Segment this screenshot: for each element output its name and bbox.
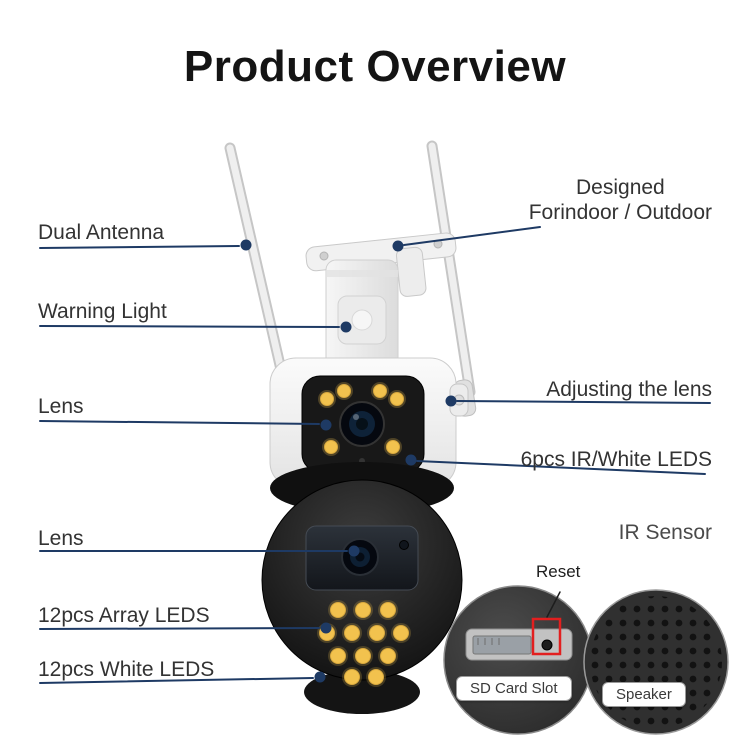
lens-adjust-knob: [449, 383, 469, 417]
top-led-cluster: [318, 382, 406, 456]
dome-base: [304, 670, 420, 714]
bracket-screw: [319, 251, 329, 261]
callout-white-leds: 12pcs White LEDS: [38, 658, 215, 681]
callout-warning-light: Warning Light: [38, 300, 167, 323]
leader-lines: [39, 226, 711, 684]
reset-highlight-box: [531, 617, 562, 656]
bottom-lens: [341, 538, 379, 576]
reset-pointer-line: [546, 591, 561, 618]
callout-ir-white-leds: 6pcs IR/White LEDS: [520, 448, 712, 471]
page-title: Product Overview: [183, 42, 567, 91]
callout-lens-bottom: Lens: [38, 527, 84, 550]
reset-button: [541, 639, 553, 651]
ir-sensor-dot: [399, 540, 409, 550]
speaker-holes: [590, 596, 722, 728]
leader-dots: [240, 239, 457, 683]
callout-adjusting-lens: Adjusting the lens: [546, 378, 712, 401]
callout-designed-line1: Designed: [576, 176, 665, 199]
bottom-led-grid: [317, 600, 411, 687]
callout-reset: Reset: [536, 562, 581, 581]
callout-dual-antenna: Dual Antenna: [38, 221, 165, 244]
camera-head: [269, 357, 469, 489]
camera-dome: [261, 462, 463, 714]
speaker-inset: [583, 589, 729, 735]
callout-lens-top: Lens: [38, 395, 84, 418]
camera-neck: [325, 259, 399, 371]
callout-ir-sensor: IR Sensor: [618, 521, 712, 544]
callout-array-leds: 12pcs Array LEDS: [38, 604, 210, 627]
sd-card: [472, 635, 532, 655]
sd-card-slot-tag: SD Card Slot: [456, 676, 572, 701]
sd-card-inset: [443, 585, 593, 735]
top-lens: [339, 401, 385, 447]
speaker-tag: Speaker: [602, 682, 686, 707]
callout-designed-line2: Forindoor / Outdoor: [528, 200, 712, 224]
callout-designed: Designed Forindoor / Outdoor: [529, 176, 712, 226]
